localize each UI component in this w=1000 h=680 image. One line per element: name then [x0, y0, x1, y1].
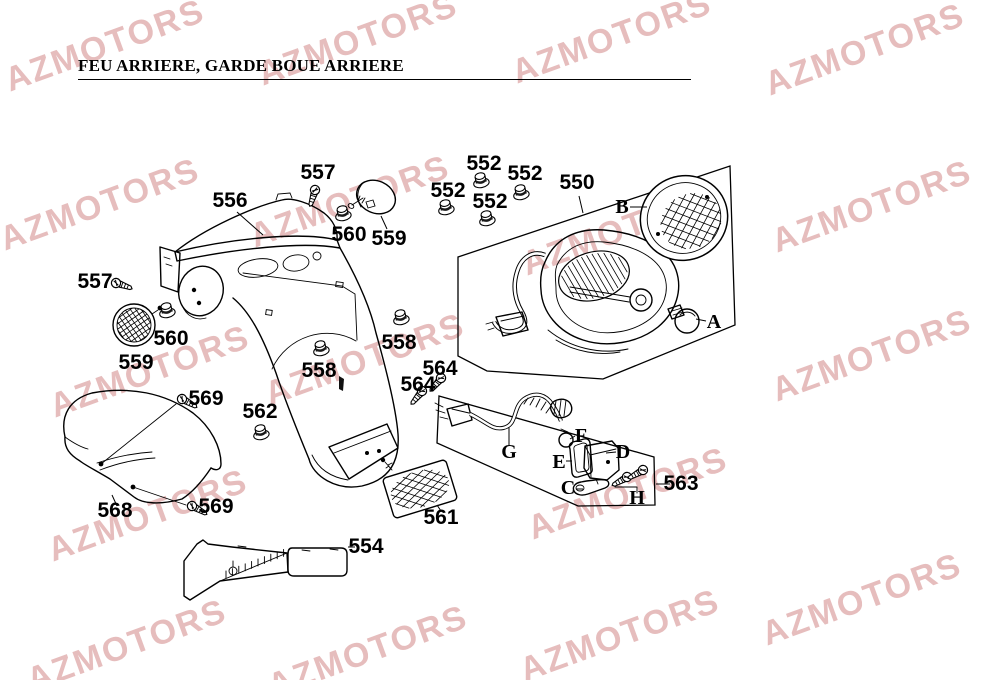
- callout-H: H: [629, 487, 645, 509]
- reflector-559-hatch: [116, 307, 152, 343]
- reflector-559-left-drawing: [112, 303, 163, 347]
- leader-lines: [111, 195, 707, 548]
- reflector-561-hatch: [390, 469, 450, 509]
- reflector-561-drawing: [380, 457, 458, 519]
- part-label-563: 563: [663, 472, 698, 495]
- part-label-556: 556: [212, 189, 247, 212]
- nut-icon-558-left: [311, 338, 331, 358]
- part-label-557-top: 557: [300, 161, 335, 184]
- part-label-550: 550: [559, 171, 594, 194]
- part-label-561: 561: [423, 506, 458, 529]
- part-label-569-bottom: 569: [198, 495, 233, 518]
- part-label-552-d: 552: [472, 190, 507, 213]
- nut-icon-562: [251, 422, 271, 442]
- mudguard-flap-drawing: [63, 389, 222, 506]
- nut-icon-552-b: [511, 182, 531, 202]
- callout-B: B: [615, 196, 628, 218]
- page-title-block: FEU ARRIERE, GARDE BOUE ARRIERE: [78, 56, 691, 80]
- plate-bracket-drawing: [183, 539, 348, 601]
- part-label-560-left: 560: [153, 327, 188, 350]
- lens-hatch: [660, 193, 722, 250]
- bowl-hatch: [561, 252, 628, 300]
- part-label-552-c: 552: [430, 179, 465, 202]
- part-label-562: 562: [242, 400, 277, 423]
- callout-E: E: [552, 451, 565, 473]
- callout-F: F: [575, 425, 587, 447]
- part-label-560-top: 560: [331, 223, 366, 246]
- callout-C: C: [561, 477, 575, 499]
- callout-G: G: [501, 441, 517, 463]
- part-label-564-a: 564: [422, 357, 457, 380]
- harness-kit-drawing: [434, 392, 651, 496]
- part-label-554: 554: [348, 535, 383, 558]
- part-label-564-b: 564: [400, 373, 435, 396]
- part-label-558-left: 558: [301, 359, 336, 382]
- nut-icon-558-right: [391, 307, 411, 327]
- part-label-569-top: 569: [188, 387, 223, 410]
- part-label-568: 568: [97, 499, 132, 522]
- part-label-558-right: 558: [381, 331, 416, 354]
- plug-559-top-drawing: [347, 179, 397, 215]
- part-label-552-a: 552: [466, 152, 501, 175]
- screw-icon-557-left: [109, 276, 135, 292]
- part-label-557-left: 557: [77, 270, 112, 293]
- taillight-assembly-box: [457, 165, 736, 380]
- taillight-assembly-drawing: [485, 174, 729, 354]
- callout-D: D: [616, 441, 630, 463]
- callout-A: A: [707, 311, 722, 333]
- part-label-552-b: 552: [507, 162, 542, 185]
- screw-icon-557-top: [306, 184, 321, 209]
- harness-kit-box: [436, 395, 656, 507]
- part-label-559-top: 559: [371, 227, 406, 250]
- part-labels: 556 557 557 560 560 559 559 552 552 552 …: [77, 152, 721, 558]
- rear-fender-drawing: [159, 192, 399, 488]
- part-label-559-left: 559: [118, 351, 153, 374]
- page-title: FEU ARRIERE, GARDE BOUE ARRIERE: [78, 56, 404, 75]
